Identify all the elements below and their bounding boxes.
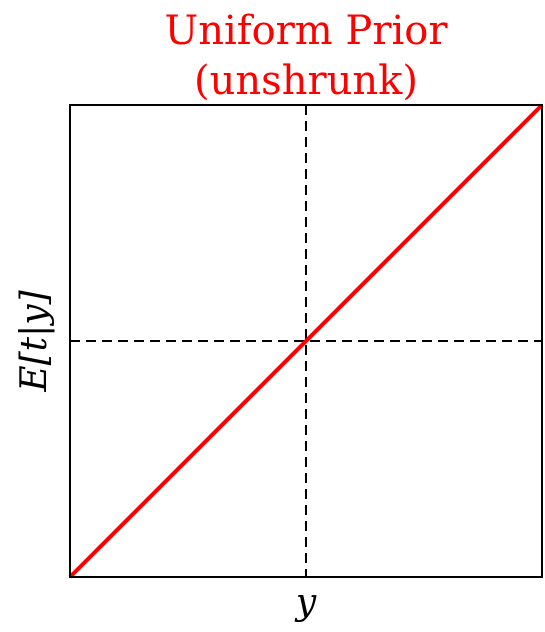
x-axis-label: y	[294, 582, 317, 623]
series-line-0	[68, 103, 544, 579]
plot-frame	[69, 104, 543, 578]
reference-lines-layer	[70, 105, 542, 577]
chart-title-line-2: (unshrunk)	[194, 58, 418, 104]
series-layer	[68, 103, 544, 579]
y-axis-label: E[t|y]	[14, 289, 55, 392]
chart-title-line-1: Uniform Prior	[165, 8, 449, 54]
